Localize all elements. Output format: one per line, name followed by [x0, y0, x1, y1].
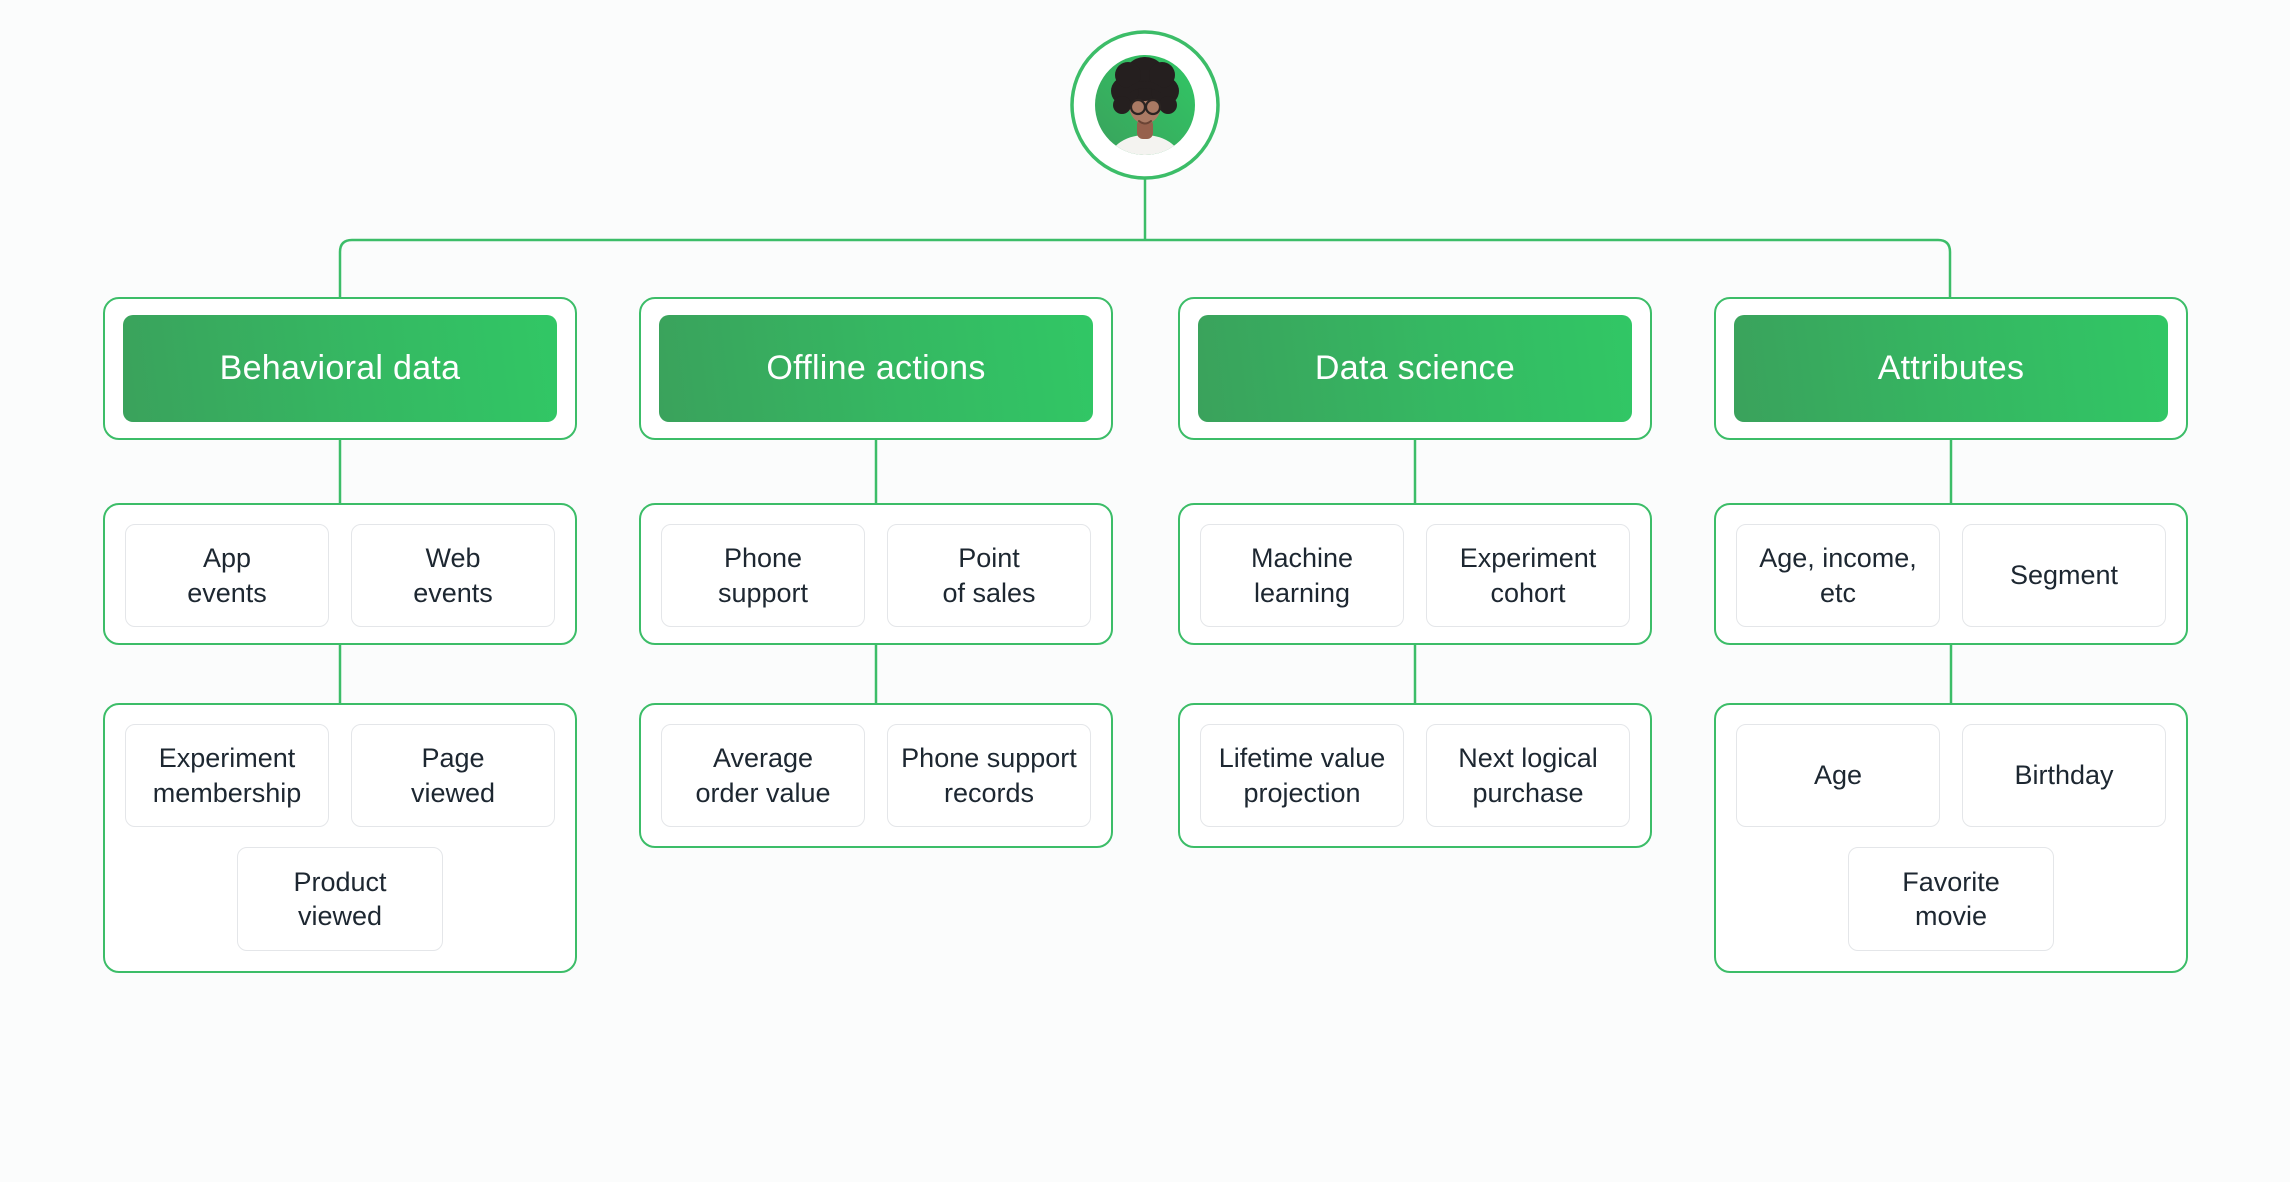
tier3-group-box: Experiment membership Page viewed Produc…: [103, 703, 577, 973]
category-header-label: Data science: [1198, 315, 1632, 422]
sub-item-box: Next logical purchase: [1426, 724, 1630, 827]
customer-avatar: [1065, 25, 1225, 185]
person-avatar-icon: [1070, 30, 1220, 180]
category-header-label: Behavioral data: [123, 315, 557, 422]
tier3-group-box: Lifetime value projection Next logical p…: [1178, 703, 1652, 848]
category-header-label: Offline actions: [659, 315, 1093, 422]
category-header-label: Attributes: [1734, 315, 2168, 422]
tier3-group-box: Age Birthday Favorite movie: [1714, 703, 2188, 973]
tier2-group-box: Phone support Point of sales: [639, 503, 1113, 645]
sub-item-box: Phone support: [661, 524, 865, 627]
sub-item-box: Birthday: [1962, 724, 2166, 827]
sub-item-box: Segment: [1962, 524, 2166, 627]
sub-item-box: Age: [1736, 724, 1940, 827]
sub-item-box: Phone support records: [887, 724, 1091, 827]
category-header-box: Behavioral data: [103, 297, 577, 440]
category-header-box: Data science: [1178, 297, 1652, 440]
category-header-box: Attributes: [1714, 297, 2188, 440]
sub-item-box: Experiment membership: [125, 724, 329, 827]
category-header-box: Offline actions: [639, 297, 1113, 440]
tier3-group-box: Average order value Phone support record…: [639, 703, 1113, 848]
sub-item-box: Web events: [351, 524, 555, 627]
sub-item-box: Age, income, etc: [1736, 524, 1940, 627]
tier2-group-box: Machine learning Experiment cohort: [1178, 503, 1652, 645]
sub-item-box: App events: [125, 524, 329, 627]
sub-item-box: Point of sales: [887, 524, 1091, 627]
sub-item-box: Machine learning: [1200, 524, 1404, 627]
sub-item-box: Lifetime value projection: [1200, 724, 1404, 827]
tier2-group-box: App events Web events: [103, 503, 577, 645]
sub-item-box: Experiment cohort: [1426, 524, 1630, 627]
sub-item-box: Favorite movie: [1848, 847, 2054, 951]
trunk-line: [338, 238, 1952, 298]
sub-item-box: Page viewed: [351, 724, 555, 827]
sub-item-box: Product viewed: [237, 847, 443, 951]
tier2-group-box: Age, income, etc Segment: [1714, 503, 2188, 645]
sub-item-box: Average order value: [661, 724, 865, 827]
